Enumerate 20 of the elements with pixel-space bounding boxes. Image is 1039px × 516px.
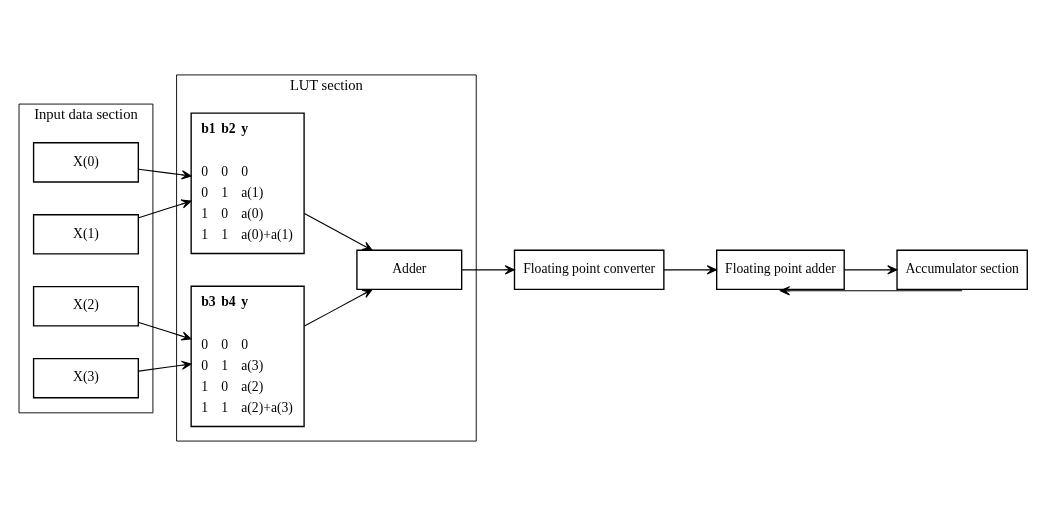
node-box: Adder (356, 249, 463, 291)
arrow (138, 168, 192, 180)
node-box: X(0) (32, 142, 139, 183)
node-box: b3 b4 y 0 0 0 0 1 a(3) 1 0 a(2) 1 1 a(2)+a(3) (190, 285, 305, 428)
node-box: X(1) (32, 214, 139, 255)
node-box: Floating point converter (513, 249, 665, 291)
arrow (779, 286, 963, 296)
node-box: X(3) (32, 357, 139, 399)
arrow (138, 322, 192, 341)
node-box: X(2) (32, 286, 139, 327)
arrow (138, 360, 192, 372)
arrow (138, 199, 192, 219)
arrow (843, 265, 898, 275)
arrow (303, 213, 373, 251)
arrow (663, 265, 717, 275)
arrow (303, 288, 373, 327)
node-box: b1 b2 y 0 0 0 0 1 a(1) 1 0 a(0) 1 1 a(0)+a(1) (190, 112, 305, 255)
arrow (461, 265, 515, 275)
node-box: Accumulator section (896, 249, 1028, 291)
node-box: Floating point adder (716, 249, 845, 291)
